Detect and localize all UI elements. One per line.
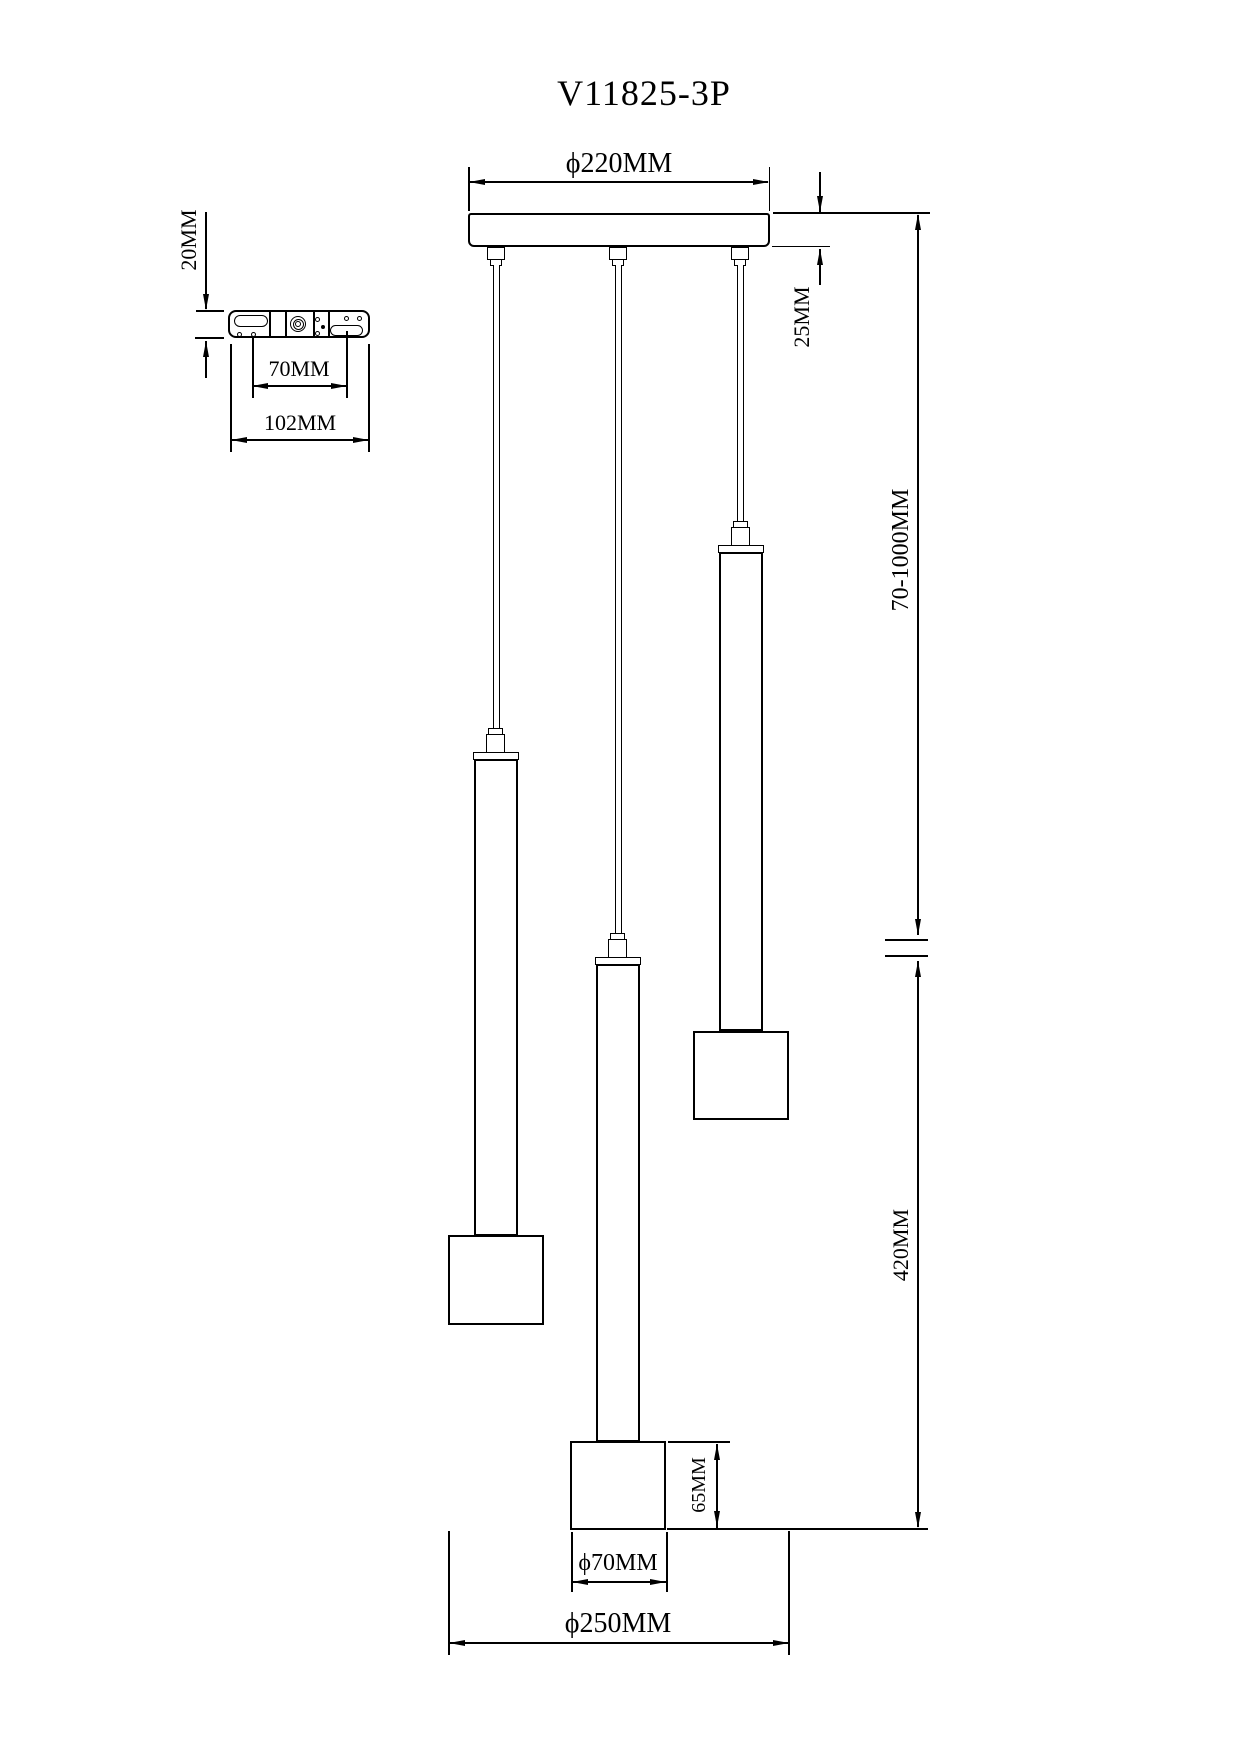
dimension-line bbox=[450, 1642, 788, 1644]
bracket-hole bbox=[314, 330, 320, 336]
arrowhead-left bbox=[469, 178, 485, 185]
extension-line bbox=[448, 1531, 450, 1655]
bracket-height-label: 20MM bbox=[176, 209, 201, 271]
arrowhead-left bbox=[231, 436, 247, 443]
bracket-slot-spacing-label: 70MM bbox=[268, 356, 330, 381]
arrowhead-up bbox=[914, 961, 921, 977]
pendant-shade bbox=[448, 1235, 544, 1325]
bracket-divider bbox=[313, 312, 315, 336]
extension-line bbox=[668, 1441, 730, 1443]
bracket-hole bbox=[343, 315, 349, 321]
bracket-knockout bbox=[295, 321, 301, 327]
pendant-shade bbox=[570, 1441, 666, 1530]
bracket-hole bbox=[356, 315, 362, 321]
extension-line bbox=[768, 167, 770, 211]
suspension-length-label: 70-1000MM bbox=[888, 488, 914, 612]
extension-line bbox=[667, 1528, 928, 1530]
dimension-line bbox=[470, 181, 768, 183]
arrowhead-up bbox=[202, 341, 209, 357]
overall-diameter-label: ϕ250MM bbox=[564, 1608, 672, 1639]
pendant-tube bbox=[474, 759, 518, 1236]
break-mark bbox=[885, 955, 928, 957]
dimension-line bbox=[253, 385, 346, 387]
dimension-line bbox=[232, 439, 368, 441]
dimension-line bbox=[205, 212, 207, 309]
bracket-hole bbox=[314, 316, 320, 322]
suspension-cord bbox=[737, 265, 744, 522]
arrowhead-up bbox=[713, 1444, 720, 1460]
extension-line bbox=[196, 310, 224, 312]
pendant-tube bbox=[719, 552, 763, 1031]
pendant-connector bbox=[731, 527, 750, 546]
arrowhead-left bbox=[449, 1639, 465, 1646]
dimension-line bbox=[819, 249, 821, 285]
dimension-line bbox=[573, 1581, 666, 1583]
extension-line bbox=[788, 1531, 790, 1655]
extension-line bbox=[772, 245, 830, 247]
dimension-line bbox=[917, 215, 919, 935]
extension-line bbox=[195, 337, 224, 339]
drawing-title: V11825-3P bbox=[557, 73, 731, 113]
pendant-tube bbox=[596, 964, 640, 1442]
dimension-line bbox=[819, 172, 821, 212]
arrowhead-right bbox=[650, 1578, 666, 1585]
arrowhead-up bbox=[914, 214, 921, 230]
bracket-hole bbox=[236, 331, 242, 337]
arrowhead-down bbox=[202, 294, 209, 310]
pendant-connector bbox=[486, 734, 505, 753]
ceiling-canopy bbox=[468, 213, 770, 247]
suspension-cord bbox=[615, 265, 622, 934]
bracket-divider bbox=[269, 312, 271, 336]
extension-line bbox=[571, 1532, 573, 1592]
arrowhead-right bbox=[353, 436, 369, 443]
extension-line bbox=[346, 331, 348, 398]
arrowhead-left bbox=[252, 382, 268, 389]
shade-height-label: 65MM bbox=[688, 1457, 710, 1513]
arrowhead-right bbox=[773, 1639, 789, 1646]
arrowhead-down bbox=[914, 1512, 921, 1528]
bracket-slot bbox=[234, 315, 268, 327]
bracket-divider bbox=[285, 312, 287, 336]
bracket-width-label: 102MM bbox=[263, 410, 337, 435]
dimension-line bbox=[716, 1444, 718, 1528]
arrowhead-down bbox=[914, 919, 921, 935]
dimension-line bbox=[917, 961, 919, 1527]
dimension-line bbox=[205, 341, 207, 378]
canopy-height-label: 25MM bbox=[789, 286, 814, 348]
bracket-hole bbox=[321, 325, 325, 329]
extension-line bbox=[252, 336, 254, 398]
canopy-diameter-label: ϕ220MM bbox=[565, 148, 673, 179]
bracket-divider bbox=[328, 312, 330, 336]
arrowhead-down bbox=[713, 1511, 720, 1527]
break-mark bbox=[885, 939, 928, 941]
extension-line bbox=[666, 1532, 668, 1592]
arrowhead-right bbox=[331, 382, 347, 389]
suspension-cord bbox=[493, 265, 500, 729]
extension-line bbox=[468, 167, 470, 211]
lamp-drop-label: 420MM bbox=[888, 1208, 913, 1282]
arrowhead-right bbox=[753, 178, 769, 185]
extension-line bbox=[230, 344, 232, 452]
pendant-shade bbox=[693, 1031, 789, 1120]
shade-diameter-label: ϕ70MM bbox=[578, 1550, 658, 1576]
extension-line bbox=[773, 212, 930, 214]
arrowhead-down bbox=[816, 196, 823, 212]
extension-line bbox=[368, 344, 370, 452]
pendant-connector bbox=[608, 939, 627, 958]
arrowhead-up bbox=[816, 249, 823, 265]
arrowhead-left bbox=[572, 1578, 588, 1585]
